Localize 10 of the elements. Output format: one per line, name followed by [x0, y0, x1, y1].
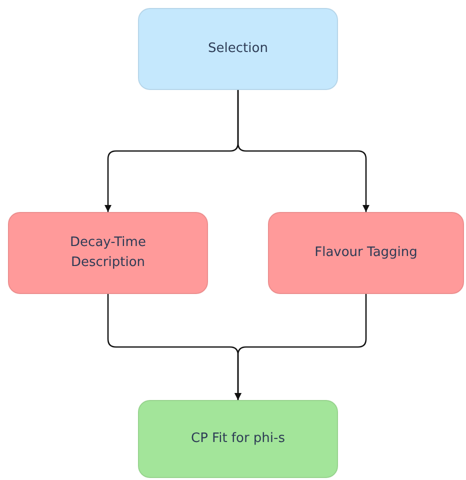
process-box — [268, 212, 464, 294]
node-label: Flavour Tagging — [314, 244, 418, 262]
node-label: Selection — [207, 40, 269, 58]
node-label: Decay-Time Description — [69, 234, 147, 272]
process-box — [138, 8, 338, 90]
process-box — [8, 212, 208, 294]
process-box — [138, 400, 338, 478]
arrow — [237, 90, 370, 212]
arrow — [234, 294, 367, 400]
node-label: CP Fit for phi-s — [190, 430, 286, 448]
